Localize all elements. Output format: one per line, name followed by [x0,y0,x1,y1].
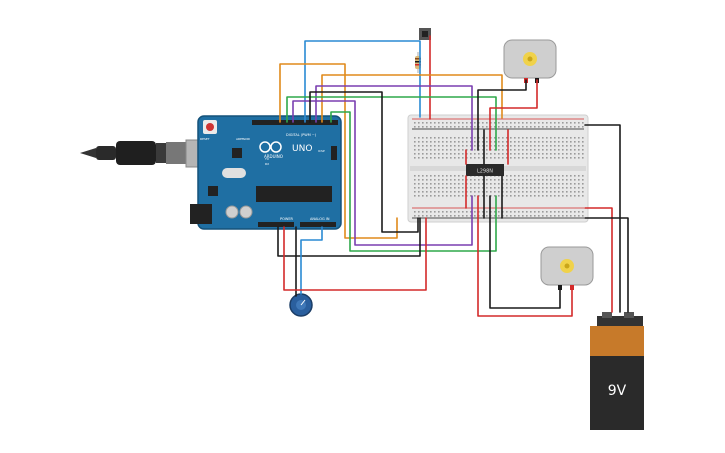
usb-cable [80,139,217,168]
wire-blue-pot[interactable] [300,226,323,295]
icsp-label: ICSP [318,149,325,153]
dc-motor-top[interactable] [503,39,557,83]
wire-purple-2[interactable] [292,100,473,246]
wire-orange-mid[interactable] [321,74,503,123]
wire-black-gnd-1[interactable] [309,91,419,233]
digital-header[interactable] [252,120,338,125]
analog-header[interactable] [300,222,336,227]
motor-driver-chip[interactable]: L298N [466,164,504,176]
wire-red-pot[interactable] [283,217,427,291]
wire-green-1[interactable] [286,96,497,151]
wire-orange-top[interactable] [279,63,398,239]
power-header[interactable] [258,222,294,227]
digital-label: DIGITAL (PWM ~) [286,133,317,137]
arduino-brand-label: ARDUINO [264,154,283,159]
wire-rail-black[interactable] [584,217,629,313]
aref-label: AREF [236,137,244,141]
wire-motor-top-black[interactable] [477,79,527,151]
wire-motor-bottom-red[interactable] [477,195,573,317]
analog-label: ANALOG IN [310,217,330,221]
wire-battery-red[interactable] [584,207,613,313]
wire-black-gnd-2[interactable] [277,217,421,257]
wire-purple-1[interactable] [315,85,473,151]
reset-label: RESET [200,137,210,141]
rx-label: RX [265,162,269,166]
arduino-uno-board[interactable]: ARDUINO UNO DIGITAL (PWM ~) POWER ANALOG… [190,115,342,230]
wire-motor-top-red[interactable] [489,79,538,151]
push-button[interactable] [419,28,431,40]
arduino-logo [259,141,282,153]
battery-label: 9V [608,383,627,399]
potentiometer[interactable] [289,293,313,317]
wire-green-2[interactable] [330,111,497,252]
gnd-label: GND [243,137,251,141]
wires [277,35,629,317]
wire-battery-black[interactable] [584,124,621,313]
battery-9v[interactable]: 9V [590,312,644,430]
driver-chip-label: L298N [477,169,493,175]
wire-motor-bottom-black[interactable] [489,195,561,309]
wire-blue-button[interactable] [304,40,421,123]
tx-label: TX [264,157,269,161]
power-label: POWER [280,217,294,221]
arduino-model-label: UNO [292,144,312,154]
dc-motor-bottom[interactable] [540,246,594,290]
